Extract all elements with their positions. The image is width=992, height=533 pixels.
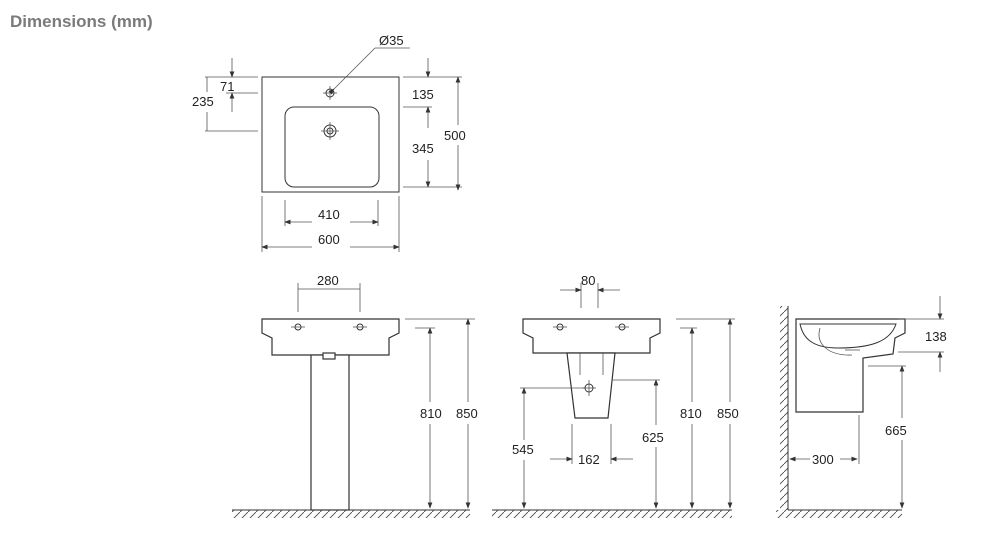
basin-front [522, 318, 661, 354]
bowl-outline-top [284, 106, 380, 188]
dim-138: 138 [925, 329, 947, 344]
tap-hole-icon [553, 323, 629, 331]
floor-hatch [776, 510, 902, 518]
dim-300: 300 [812, 452, 834, 467]
bowl-section [799, 323, 897, 349]
dim-850: 850 [456, 406, 478, 421]
semi-pedestal [566, 352, 616, 419]
page-title: Dimensions (mm) [10, 12, 153, 31]
dim-345: 345 [412, 141, 434, 156]
dim-665: 665 [885, 423, 907, 438]
basin-front [261, 318, 400, 356]
dim-810: 810 [680, 406, 702, 421]
top-view: Ø35 71 235 135 345 500 410 600 [192, 33, 466, 252]
basin-side [795, 318, 906, 413]
dim-235: 235 [192, 94, 214, 109]
floor-hatch [492, 510, 732, 518]
side-view: 138 665 300 [776, 296, 947, 518]
dim-600: 600 [318, 232, 340, 247]
dim-500: 500 [444, 128, 466, 143]
dim-135: 135 [412, 87, 434, 102]
drain-icon [321, 122, 339, 140]
floor-hatch [232, 510, 470, 518]
dim-410: 410 [318, 207, 340, 222]
wall-hatch [780, 306, 788, 510]
pedestal-column [310, 354, 350, 511]
dim-71: 71 [220, 79, 234, 94]
dim-280: 280 [317, 273, 339, 288]
dim-80: 80 [581, 273, 595, 288]
tap-hole-icon [291, 323, 367, 331]
dim-850: 850 [717, 406, 739, 421]
dim-625: 625 [642, 430, 664, 445]
basin-outline-top [261, 76, 400, 193]
semi-pedestal-view: 80 545 162 625 810 850 [492, 273, 739, 518]
dim-545: 545 [512, 442, 534, 457]
dim-162: 162 [578, 452, 600, 467]
dim-810: 810 [420, 406, 442, 421]
dim-tap-hole: Ø35 [379, 33, 404, 48]
pedestal-view: 280 810 850 [232, 273, 478, 518]
